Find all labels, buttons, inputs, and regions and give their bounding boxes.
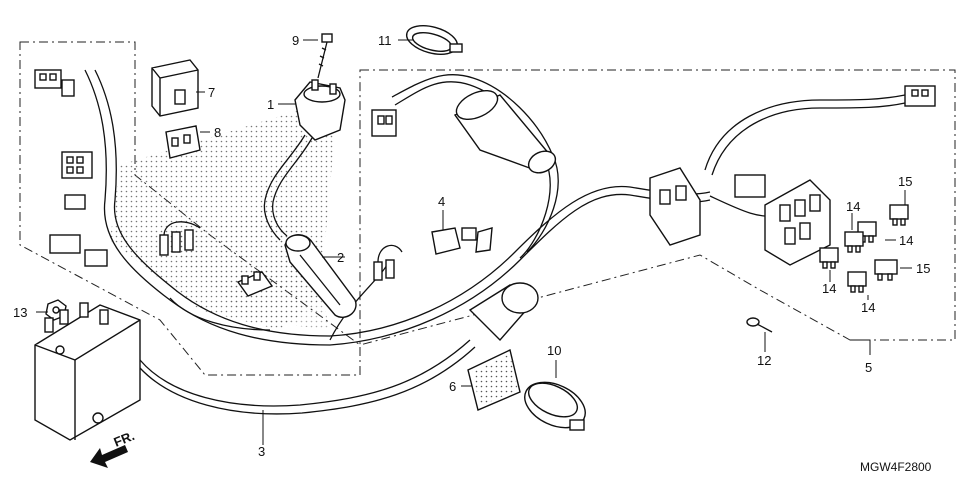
shaded-area-lower (160, 200, 330, 330)
leader-lines (36, 39, 912, 445)
harness-assembly-frame (19, 41, 361, 376)
callout-10: 10 (547, 343, 561, 358)
callout-3: 3 (258, 444, 265, 459)
harness-grommet-part (468, 282, 539, 342)
connector-box-right (734, 174, 766, 198)
callout-11: 11 (378, 33, 392, 48)
callout-12: 12 (757, 353, 771, 368)
callout-9: 9 (292, 33, 299, 48)
connector-top-right (904, 85, 936, 107)
screw-part (746, 317, 773, 333)
connector-left-lower (49, 194, 108, 267)
callout-4: 4 (438, 194, 445, 209)
fuse-14-d (847, 271, 867, 293)
connector-part-4 (431, 227, 493, 255)
callout-13: 13 (13, 305, 27, 320)
callout-15-top: 15 (898, 174, 912, 189)
callout-14-d: 14 (861, 300, 875, 315)
fuse-14-c (819, 247, 839, 269)
callout-1: 1 (267, 97, 274, 112)
ignition-coil-part (453, 89, 557, 174)
regulator-lead-wire (139, 339, 476, 415)
coil-connector (371, 109, 397, 137)
callout-14-a: 14 (846, 199, 860, 214)
callout-7: 7 (208, 85, 215, 100)
callout-14-c: 14 (822, 281, 836, 296)
starter-relay-part (649, 167, 701, 246)
front-direction-label: FR. (112, 428, 137, 450)
callout-8: 8 (214, 125, 221, 140)
small-connector-part (165, 125, 201, 159)
ignition-socket-part (263, 79, 346, 241)
callout-5: 5 (865, 360, 872, 375)
fuse-15-top (889, 204, 909, 226)
regulator-rectifier-part (34, 302, 141, 441)
callout-15-bottom: 15 (916, 261, 930, 276)
callout-2: 2 (337, 250, 344, 265)
fuse-box-part (764, 179, 831, 266)
fuse-box-assembly-frame (359, 69, 956, 350)
band-part-10 (524, 381, 586, 431)
connector-top-left (34, 69, 75, 97)
connector-six-pin (61, 151, 93, 179)
fuse-15-bottom (874, 259, 898, 281)
spark-plug-cap-part (284, 234, 357, 318)
band-part-11 (405, 25, 463, 55)
front-direction-arrow-icon (90, 445, 128, 468)
rubber-pad-part (467, 348, 521, 411)
terminal-connectors (159, 221, 201, 256)
bullet-connectors (373, 244, 403, 281)
callout-6: 6 (449, 379, 456, 394)
fuse-14-b (844, 231, 864, 253)
diagram-code: MGW4F2800 (860, 460, 932, 474)
bolt-part (317, 33, 333, 79)
callout-14-b: 14 (899, 233, 913, 248)
connector-center (236, 271, 274, 297)
relay-part (151, 59, 199, 117)
